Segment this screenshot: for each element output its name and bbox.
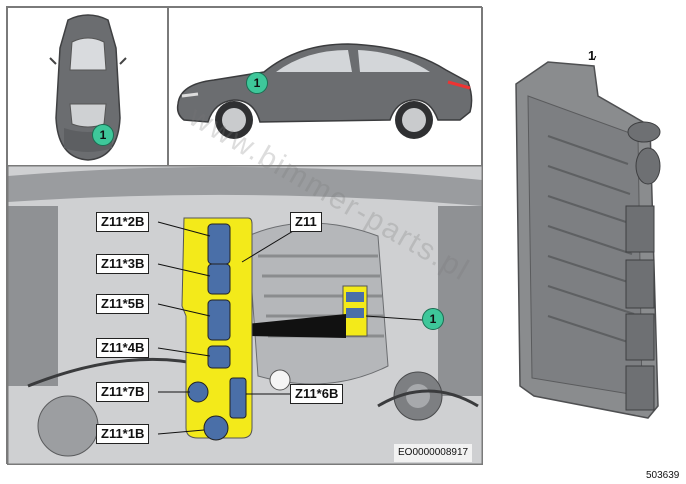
image-code: EO0000008917 <box>394 444 473 462</box>
engine-bay-panel: Z11 Z11*2B Z11*3B Z11*5B Z11*4B Z11*7B Z… <box>7 165 483 465</box>
label-z11-6b: Z11*6B <box>290 384 344 404</box>
car-side-view-icon <box>176 43 473 139</box>
car-top-view-icon <box>49 14 127 161</box>
callout-marker-top-view: 1 <box>92 124 114 146</box>
label-z11-4b: Z11*4B <box>96 338 150 358</box>
diagram-frame: 1 1 <box>6 6 483 465</box>
control-module-illustration <box>515 56 661 419</box>
callout-marker-side-view: 1 <box>246 72 268 94</box>
car-top-view-panel: 1 <box>7 7 169 167</box>
callout-marker-engine-bay: 1 <box>422 308 444 330</box>
label-z11-7b: Z11*7B <box>96 382 150 402</box>
reference-number: 503639 <box>646 470 680 481</box>
part-number-label: 1 <box>588 48 596 63</box>
label-z11-2b: Z11*2B <box>96 212 150 232</box>
label-z11: Z11 <box>290 212 322 232</box>
engine-bay-illustration <box>8 166 482 464</box>
label-z11-1b: Z11*1B <box>96 424 150 444</box>
label-z11-5b: Z11*5B <box>96 294 150 314</box>
label-z11-3b: Z11*3B <box>96 254 150 274</box>
